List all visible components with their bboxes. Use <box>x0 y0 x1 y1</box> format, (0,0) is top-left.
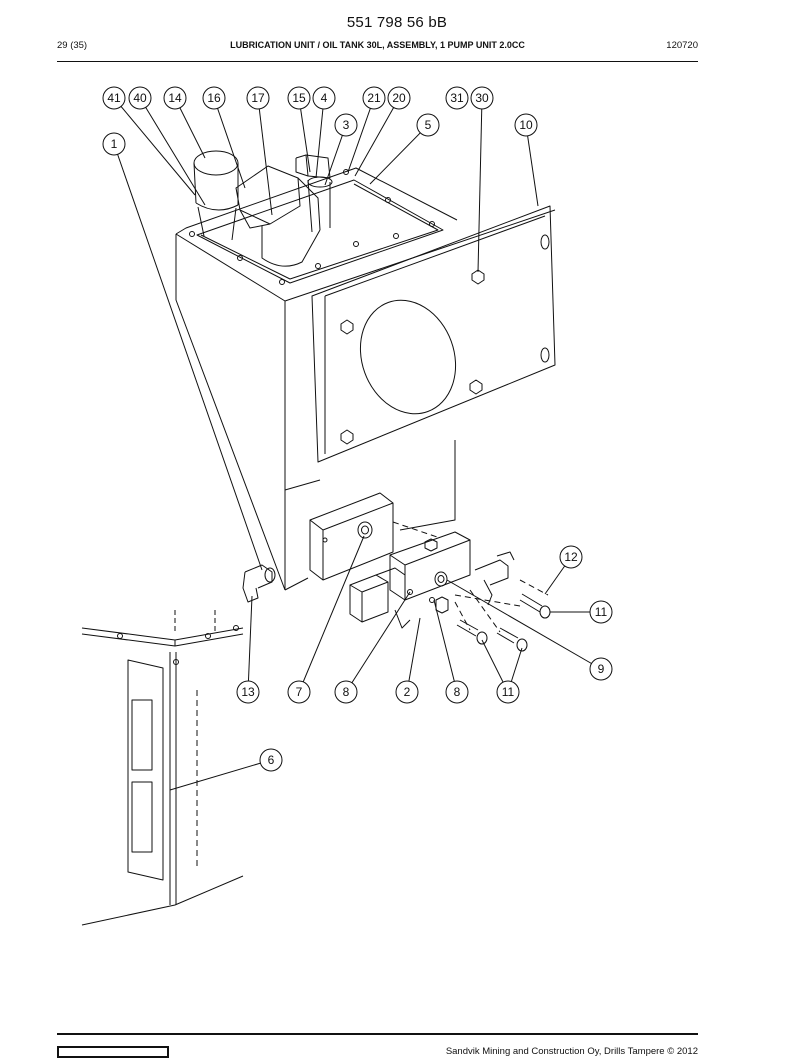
callout-8-left: 8 <box>334 680 358 704</box>
sandvik-logo <box>57 1046 169 1058</box>
callout-41: 41 <box>102 86 126 110</box>
svg-text:6: 6 <box>268 753 275 767</box>
screws <box>456 593 551 652</box>
oil-tank <box>175 167 556 591</box>
svg-text:10: 10 <box>519 118 533 132</box>
page-indicator: 29 (35) <box>57 40 88 51</box>
callout-1: 1 <box>102 132 126 156</box>
callout-11-bottom: 11 <box>496 680 520 704</box>
svg-text:11: 11 <box>595 605 608 619</box>
callout-20: 20 <box>387 86 411 110</box>
callout-11-right: 11 <box>589 600 613 624</box>
leader-lines <box>113 97 602 791</box>
header-row: 29 (35) LUBRICATION UNIT / OIL TANK 30L,… <box>57 40 698 54</box>
elbow-fitting <box>242 564 276 603</box>
svg-text:5: 5 <box>425 118 432 132</box>
frame-structure <box>81 610 244 926</box>
svg-text:11: 11 <box>502 685 515 699</box>
document-number: 551 798 56 bB <box>346 14 448 31</box>
callout-31: 31 <box>445 86 469 110</box>
svg-text:40: 40 <box>133 91 147 105</box>
sheet-title: LUBRICATION UNIT / OIL TANK 30L, ASSEMBL… <box>230 40 525 50</box>
header-rule <box>57 61 698 62</box>
svg-text:14: 14 <box>168 91 182 105</box>
drawing-number: 120720 <box>666 40 698 51</box>
callout-14: 14 <box>163 86 187 110</box>
svg-text:2: 2 <box>404 685 411 699</box>
svg-text:7: 7 <box>296 685 303 699</box>
svg-text:9: 9 <box>598 662 605 676</box>
svg-text:4: 4 <box>321 91 328 105</box>
svg-text:20: 20 <box>392 91 406 105</box>
callout-6: 6 <box>259 748 283 772</box>
callout-16: 16 <box>202 86 226 110</box>
callout-12: 12 <box>559 545 583 569</box>
svg-text:13: 13 <box>241 685 255 699</box>
svg-text:12: 12 <box>564 550 578 564</box>
svg-text:17: 17 <box>251 91 265 105</box>
callout-30: 30 <box>470 86 494 110</box>
svg-text:3: 3 <box>343 118 350 132</box>
svg-text:30: 30 <box>475 91 489 105</box>
callout-8-right: 8 <box>445 680 469 704</box>
pump-unit <box>309 492 515 629</box>
svg-text:41: 41 <box>107 91 121 105</box>
svg-text:8: 8 <box>343 685 350 699</box>
callout-2: 2 <box>395 680 419 704</box>
svg-text:8: 8 <box>454 685 461 699</box>
mounting-plate <box>311 205 556 463</box>
filler-caps <box>193 150 333 267</box>
svg-text:16: 16 <box>207 91 221 105</box>
callout-9: 9 <box>589 657 613 681</box>
callout-13: 13 <box>236 680 260 704</box>
callout-40: 40 <box>128 86 152 110</box>
callout-3: 3 <box>334 113 358 137</box>
callout-10: 10 <box>514 113 538 137</box>
callout-5: 5 <box>416 113 440 137</box>
callout-21: 21 <box>362 86 386 110</box>
callout-15: 15 <box>287 86 311 110</box>
assembly-paths <box>392 521 549 633</box>
svg-text:31: 31 <box>450 91 464 105</box>
svg-text:21: 21 <box>367 91 381 105</box>
footer-copyright: Sandvik Mining and Construction Oy, Dril… <box>445 1046 698 1057</box>
footer-rule <box>57 1033 698 1035</box>
callout-7: 7 <box>287 680 311 704</box>
svg-text:15: 15 <box>292 91 306 105</box>
callout-4: 4 <box>312 86 336 110</box>
callout-17: 17 <box>246 86 270 110</box>
svg-text:1: 1 <box>111 137 118 151</box>
